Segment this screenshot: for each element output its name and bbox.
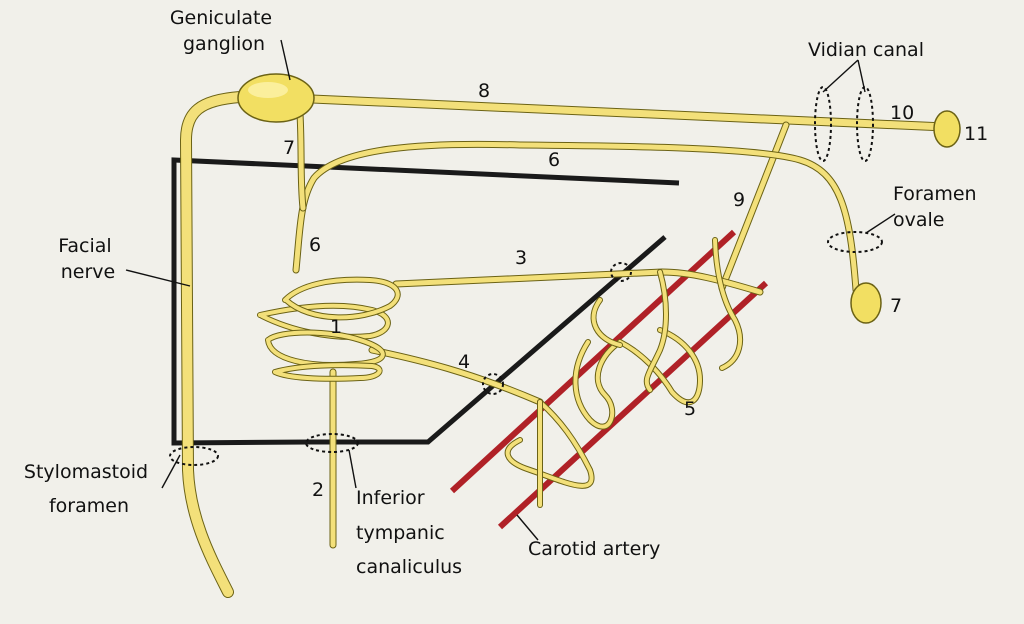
lesser-petrosal-nerve [293,141,859,293]
number-2: 2 [312,479,324,501]
carotid-plexus-g [591,298,622,347]
bone-wall-left [171,157,680,446]
chorda-branch-7 [297,111,306,211]
number-1: 1 [330,316,342,338]
number-labels: 1 2 3 4 5 6 6 7 7 8 9 10 11 [283,80,988,501]
number-5: 5 [684,398,696,420]
leader-inferior-tympanic [348,449,357,489]
bone-walls [171,157,680,446]
leader-facial-nerve [125,269,191,287]
label-facial-nerve: Facial nerve [58,235,118,283]
label-stylomastoid-foramen: Stylomastoid foramen [24,461,154,517]
number-3: 3 [515,247,527,269]
number-8: 8 [478,80,490,102]
nerve-network [180,91,950,598]
tympanic-plexus-d [273,363,382,381]
caroticotympanic-ring [482,373,504,395]
otic-ganglion [850,282,882,324]
geniculate-ganglion-highlight [248,82,288,98]
foramina [169,86,883,466]
carotid-plexus-d [644,270,668,392]
carotid-artery-wall-upper [449,229,737,494]
vidian-canal-ring-1 [814,86,832,162]
foramen-ovale-ring [827,231,883,253]
geniculate-ganglion [237,73,315,123]
nerve-3 [393,269,763,295]
number-10: 10 [890,102,914,124]
number-4: 4 [458,351,470,373]
facial-nerve-trunk [181,92,245,597]
leader-foramen-ovale [865,213,896,234]
greater-petrosal-nerve [308,95,949,131]
label-carotid-artery: Carotid artery [528,538,660,560]
leader-vidian-1 [822,59,859,93]
tympanic-plexus-b [283,277,400,320]
number-9: 9 [733,189,745,211]
lesser-petrosal-hiatus-ring [610,262,632,282]
carotid-plexus-e [713,238,743,370]
carotid-plexus-a-outline [504,399,595,489]
leader-lines [125,39,896,541]
ganglia [237,73,961,324]
leader-stylomastoid [161,454,181,489]
label-vidian-canal: Vidian canal [808,39,924,61]
label-foramen-ovale: Foramen ovale [893,183,983,231]
carotid-plexus-a [505,400,594,488]
tympanic-plexus-c [266,330,385,367]
number-7-right: 7 [890,295,902,317]
number-6-upper: 6 [548,149,560,171]
carotid-plexus-c [618,328,702,405]
leader-carotid [516,514,539,541]
number-6-left: 6 [309,234,321,256]
vidian-canal-ring-2 [856,86,874,162]
label-geniculate-ganglion: Geniculate ganglion [170,7,278,55]
leader-vidian-2 [857,59,866,93]
nerve-4 [369,347,543,405]
carotid-artery-wall-lower [497,280,769,530]
label-inferior-tympanic-canaliculus: Inferior tympanic canaliculus [356,487,462,578]
text-labels: Geniculate ganglion Vidian canal Foramen… [24,7,983,578]
leader-geniculate [280,39,291,81]
carotid-plexus-b [573,340,622,429]
number-11: 11 [964,123,988,145]
stylomastoid-foramen-ring [169,446,219,466]
inferior-tympanic-canaliculus-ring [305,433,359,453]
number-7-left: 7 [283,137,295,159]
pterygopalatine-ganglion [933,110,961,148]
